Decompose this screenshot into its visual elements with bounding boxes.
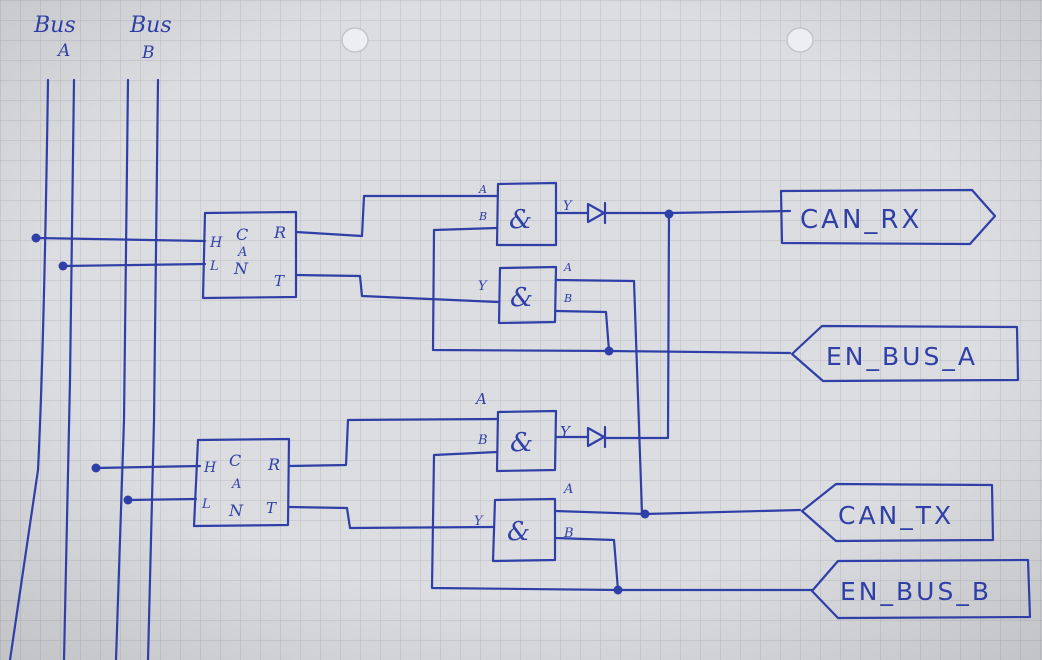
pin-a: A — [474, 390, 487, 408]
signal-can-tx-label: CAN_TX — [838, 501, 954, 530]
and-gate-tx-a: & Y A B — [478, 261, 572, 325]
bus-b-sublabel: B — [141, 43, 155, 63]
pin-y: Y — [563, 199, 573, 214]
gate-symbol: & — [510, 428, 533, 458]
pin-h: H — [209, 235, 223, 251]
pin-a: A — [563, 261, 572, 274]
pin-t: T — [266, 499, 277, 517]
pin-t: T — [274, 272, 285, 290]
and-gate-rx-a: & A B Y — [478, 181, 573, 247]
pin-r: R — [273, 223, 286, 242]
and-gate-rx-b: & A B Y — [474, 390, 572, 473]
label-n: N — [233, 259, 249, 278]
signal-en-bus-a-label: EN_BUS_A — [826, 342, 978, 371]
label-c: C — [236, 225, 248, 244]
pin-h: H — [203, 460, 217, 476]
label-a: A — [237, 245, 247, 260]
and-gate-tx-b: & Y A B — [474, 482, 574, 563]
signal-can-rx-label: CAN_RX — [800, 205, 922, 235]
pin-a: A — [478, 183, 487, 196]
wires-bottom — [287, 417, 814, 592]
pin-l: L — [201, 497, 211, 512]
pin-y: Y — [474, 514, 484, 529]
signal-en-bus-b: EN_BUS_B — [810, 558, 1032, 620]
bus-a-lines — [8, 78, 76, 660]
diode-rx-a — [554, 201, 670, 225]
wires-top — [294, 194, 792, 515]
bus-a-sublabel: A — [56, 41, 70, 61]
bus-b-label: Bus — [129, 13, 172, 38]
pin-b: B — [477, 433, 488, 448]
can-transceiver-bottom: H L C A N R T — [192, 437, 291, 528]
signal-can-tx: CAN_TX — [800, 482, 995, 543]
punch-hole-left — [341, 27, 369, 53]
pin-b: B — [563, 526, 574, 541]
bus-b-lines — [114, 78, 160, 660]
can-transceiver-top: H L C A N R T — [201, 210, 298, 300]
bus-a-label: Bus — [33, 13, 76, 38]
diode-rx-b — [554, 211, 671, 449]
label-a: A — [231, 477, 241, 492]
punch-hole-right — [786, 27, 814, 53]
signal-en-bus-a: EN_BUS_A — [790, 324, 1020, 383]
gate-symbol: & — [507, 517, 530, 547]
pin-l: L — [209, 259, 219, 274]
gate-symbol: & — [509, 205, 532, 235]
pin-a: A — [563, 482, 573, 497]
gate-symbol: & — [510, 283, 533, 313]
pin-r: R — [267, 455, 280, 474]
pin-b: B — [478, 210, 487, 223]
signal-can-rx: CAN_RX — [779, 188, 997, 246]
pin-b: B — [563, 292, 572, 305]
pin-y: Y — [478, 279, 488, 294]
signal-en-bus-b-label: EN_BUS_B — [840, 577, 992, 606]
label-n: N — [228, 501, 244, 520]
label-c: C — [229, 451, 241, 470]
